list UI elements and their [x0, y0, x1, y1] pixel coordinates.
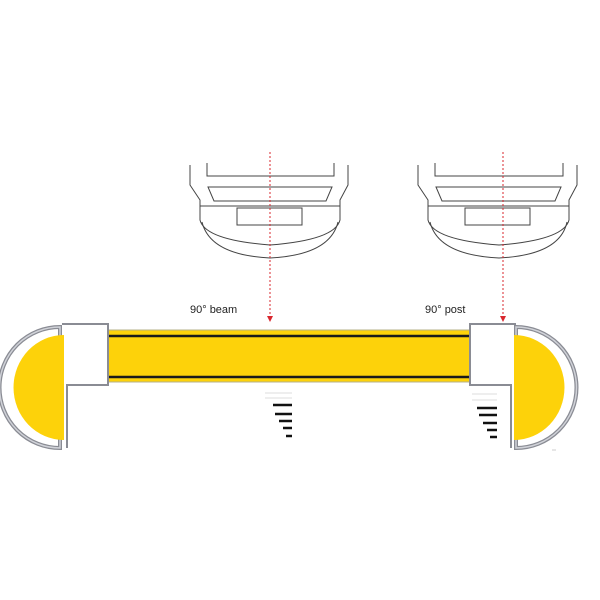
- end-cap-right: [469, 323, 579, 451]
- beam-rail: [107, 329, 471, 383]
- post-label: 90° post: [425, 304, 466, 316]
- end-cap-left: [0, 323, 109, 451]
- forklift-left-icon: [189, 163, 349, 259]
- impact-marker-right-icon: [472, 393, 497, 439]
- forklift-right-icon: [417, 163, 578, 259]
- impact-arrow-left: [267, 152, 273, 322]
- impact-marker-left-icon: [265, 392, 292, 438]
- beam-label: 90° beam: [190, 304, 238, 316]
- impact-arrow-right: [500, 152, 506, 322]
